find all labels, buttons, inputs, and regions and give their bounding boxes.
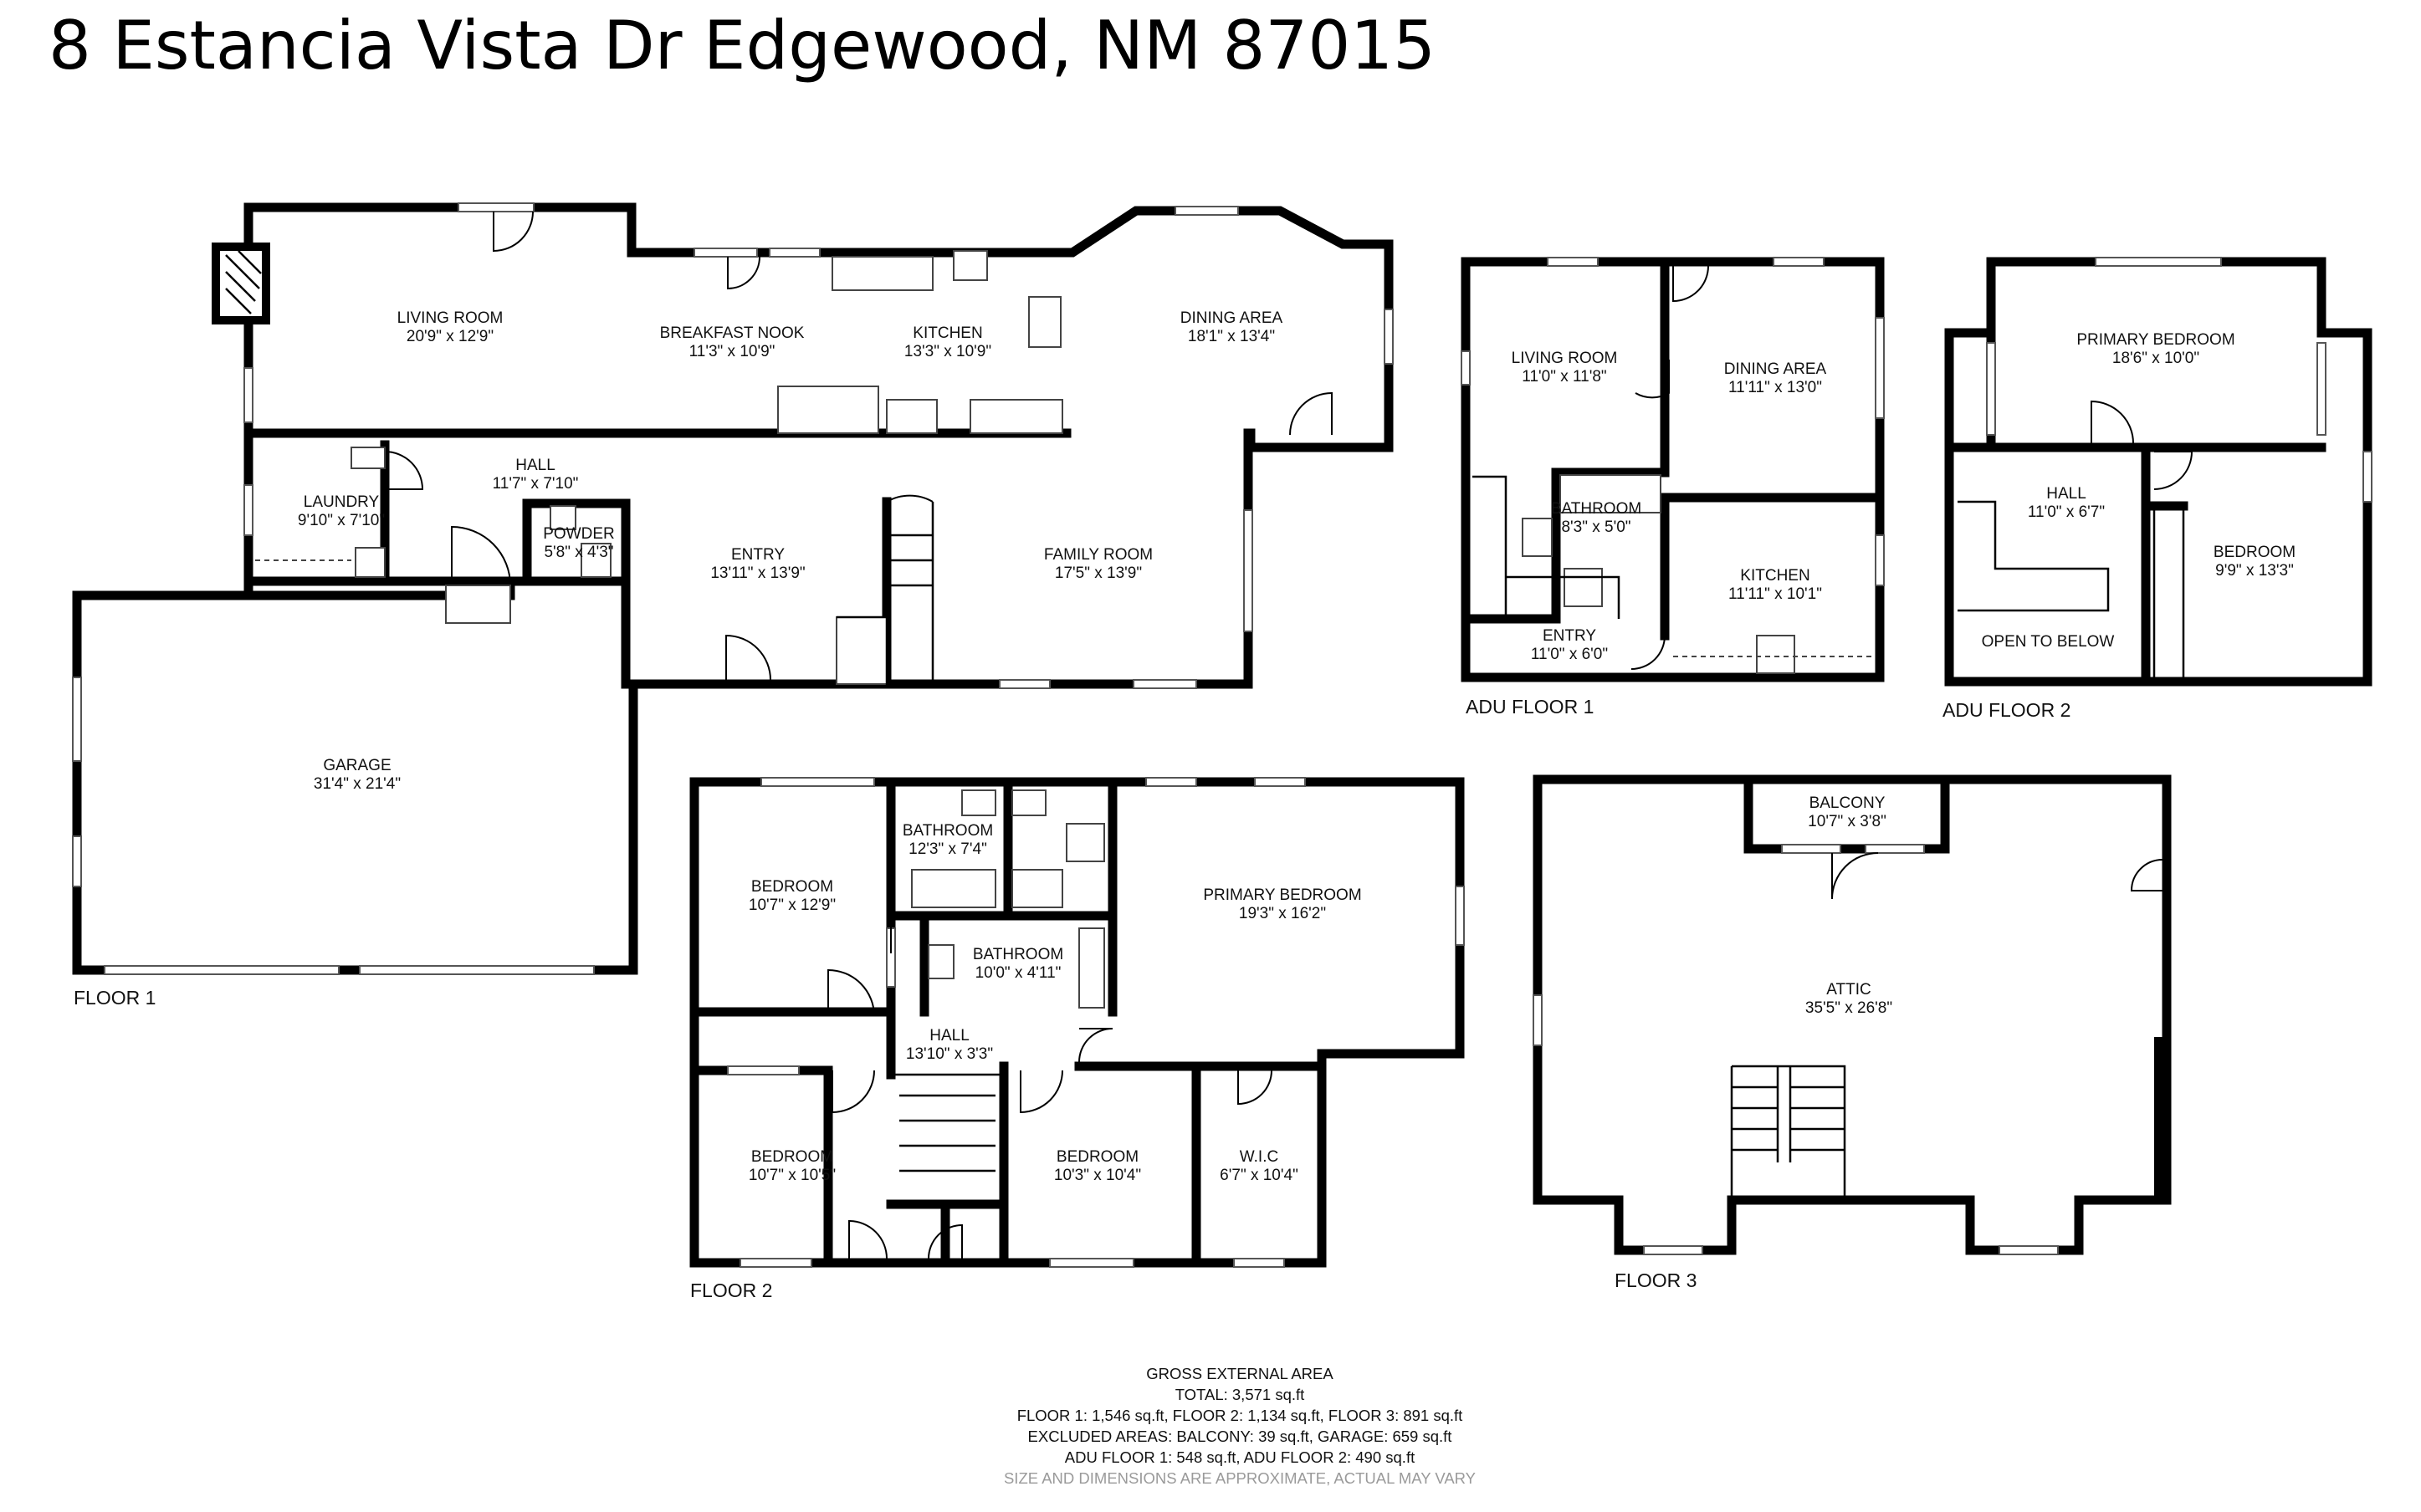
summary-disclaimer: SIZE AND DIMENSIONS ARE APPROXIMATE, ACT… xyxy=(1003,1469,1477,1487)
summary-adu: ADU FLOOR 1: 548 sq.ft, ADU FLOOR 2: 490… xyxy=(1064,1448,1415,1466)
page-title: 8 Estancia Vista Dr Edgewood, NM 87015 xyxy=(49,7,1436,84)
summary-excluded: EXCLUDED AREAS: BALCONY: 39 sq.ft, GARAG… xyxy=(1027,1428,1452,1445)
floor-2-walls xyxy=(689,777,1465,1268)
summary-total: TOTAL: 3,571 sq.ft xyxy=(1175,1386,1305,1403)
room-label-open-to-below: OPEN TO BELOW xyxy=(1981,633,2115,651)
summary-floors: FLOOR 1: 1,546 sq.ft, FLOOR 2: 1,134 sq.… xyxy=(1016,1407,1463,1424)
floor-1-walls xyxy=(72,202,1394,975)
floor-2-caption: FLOOR 2 xyxy=(690,1280,773,1301)
adu-floor-2-walls xyxy=(1944,257,2372,687)
floor-1-caption: FLOOR 1 xyxy=(74,987,156,1009)
gross-area-summary: GROSS EXTERNAL AREA TOTAL: 3,571 sq.ft F… xyxy=(905,1363,1574,1489)
floor-3-walls xyxy=(1533,774,2172,1255)
adu-floor-1-walls xyxy=(1461,257,1885,682)
summary-heading: GROSS EXTERNAL AREA xyxy=(1146,1365,1333,1382)
adu-floor-2-caption: ADU FLOOR 2 xyxy=(1942,699,2071,721)
adu-floor-1-caption: ADU FLOOR 1 xyxy=(1466,696,1594,718)
floor-3-caption: FLOOR 3 xyxy=(1615,1269,1697,1291)
